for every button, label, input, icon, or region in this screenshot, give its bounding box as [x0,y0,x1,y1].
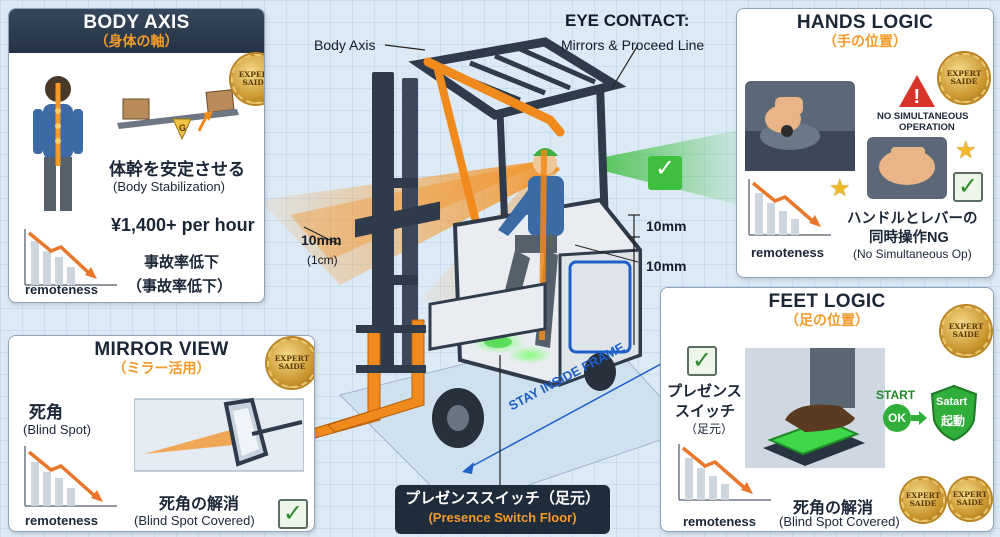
ok-badge: OK [883,404,911,432]
presence-switch-jp-2: スイッチ [675,403,736,420]
mirror-view-title: MIRROR VIEW [94,339,229,360]
hands-logic-panel: HANDS LOGIC （手の位置） EXPERT SAIDE ! NO SIM… [736,8,994,278]
remoteness-trend-chart [678,444,771,501]
hands-logic-subtitle: （手の位置） [823,33,907,49]
feet-logic-panel: FEET LOGIC （足の位置） EXPERT SAIDE ✓ プレゼンス ス… [660,287,994,532]
blind-spot-jp: 死角 [29,403,63,422]
presence-switch-banner: プレゼンススイッチ（足元） (Presence Switch Floor) [395,485,610,534]
body-axis-figure [33,76,83,211]
eye-contact-subtitle: Mirrors & Proceed Line [561,37,705,53]
blind-spot-covered-en: (Blind Spot Covered) [134,513,255,528]
star-icon: ★ [829,175,851,202]
remoteness-trend-chart [748,179,831,236]
hands-logic-title: HANDS LOGIC [796,12,934,33]
svg-text:!: ! [914,86,921,108]
shield-text-en: Satart [936,396,968,408]
lever-hand-illustration [867,137,947,199]
accident-rate-jp: 事故率低下 [144,254,220,271]
body-axis-subtitle: （身体の軸） [94,33,179,49]
steering-hand-illustration [745,81,855,171]
mirror-illustration [134,397,304,472]
no-simultaneous-jp-1: ハンドルとレバーの [847,211,978,227]
body-axis-panel: BODY AXIS （身体の軸） G EXPERT SAIDE 体幹を安定させる… [8,8,265,303]
covered-check-icon: ✓ [278,499,308,529]
body-stabilization-jp: 体幹を安定させる [109,160,245,179]
blind-spot-covered-jp: 死角の解消 [159,496,240,513]
expert-seal-badge: EXPERT SAIDE [901,478,945,531]
body-axis-title: BODY AXIS [83,12,190,33]
body-stabilization-en: (Body Stabilization) [113,179,225,194]
mirror-view-header: MIRROR VIEW （ミラー活用） [9,336,314,380]
operation-warning: OPERATION [899,122,955,133]
remoteness-label: remoteness [683,514,756,529]
feet-logic-header: FEET LOGIC （足の位置） [661,288,993,332]
arrow-right-icon [911,411,927,425]
mirror-view-subtitle: （ミラー活用） [112,360,211,376]
foot-switch-illustration [745,348,885,468]
presence-switch-jp-3: （足元） [685,422,734,436]
remoteness-label: remoteness [751,245,824,260]
proceed-check-icon: ✓ [648,156,682,190]
remoteness-trend-chart [24,229,117,286]
remoteness-label: remoteness [25,282,98,297]
presence-switch-jp-1: プレゼンス [667,383,742,400]
remoteness-trend-chart [24,446,117,507]
no-simultaneous-jp-2: 同時操作NG [869,230,949,246]
balance-seesaw-icon: G [117,89,239,141]
fulcrum-label: G [179,123,186,133]
blind-spot-en: (Blind Spot) [23,422,91,437]
warning-triangle-icon: ! [899,75,935,108]
body-axis-header: BODY AXIS （身体の軸） [9,9,264,53]
blind-spot-covered-en: (Blind Spot Covered) [779,514,900,529]
dimension-label-top: 10mm [646,218,687,234]
dimension-label-bottom: 10mm [646,258,687,274]
expert-seal-badge: EXPERT SAIDE [939,53,989,113]
eye-contact-title: EYE CONTACT: [565,11,690,30]
mirror-view-panel: MIRROR VIEW （ミラー活用） EXPERT SAIDE 死角 (Bli… [8,335,315,532]
accident-rate-jp-paren: （事故率低下） [127,278,233,295]
start-label: START [876,388,916,402]
no-simultaneous-en: (No Simultaneous Op) [853,247,972,261]
shield-text-jp: 起動 [941,414,966,428]
no-simultaneous-warning: NO SIMULTANEOUS [877,111,969,122]
star-icon: ★ [955,137,977,164]
presence-switch-en: (Presence Switch Floor) [428,510,577,525]
blind-spot-covered-jp: 死角の解消 [793,500,874,517]
feet-check-icon: ✓ [687,346,717,376]
left-dimension-sublabel: (1cm) [307,253,338,267]
expert-seal-badge: EXPERT SAIDE [949,478,991,530]
expert-seal-badge: EXPERT SAIDE [941,306,991,366]
body-axis-callout: Body Axis [314,37,376,53]
remoteness-label: remoteness [25,513,98,528]
left-dimension-label: 10mm [301,232,342,248]
hands-logic-header: HANDS LOGIC （手の位置） [737,9,993,53]
hourly-rate-label: ¥1,400+ per hour [111,215,255,235]
expert-seal-badge: EXPERT SAIDE [267,338,314,398]
feet-logic-subtitle: （足の位置） [785,312,869,328]
hands-check-icon: ✓ [953,172,983,202]
feet-logic-title: FEET LOGIC [768,291,886,312]
presence-switch-jp: プレゼンススイッチ（足元） [405,490,600,507]
start-shield-icon [930,384,978,442]
